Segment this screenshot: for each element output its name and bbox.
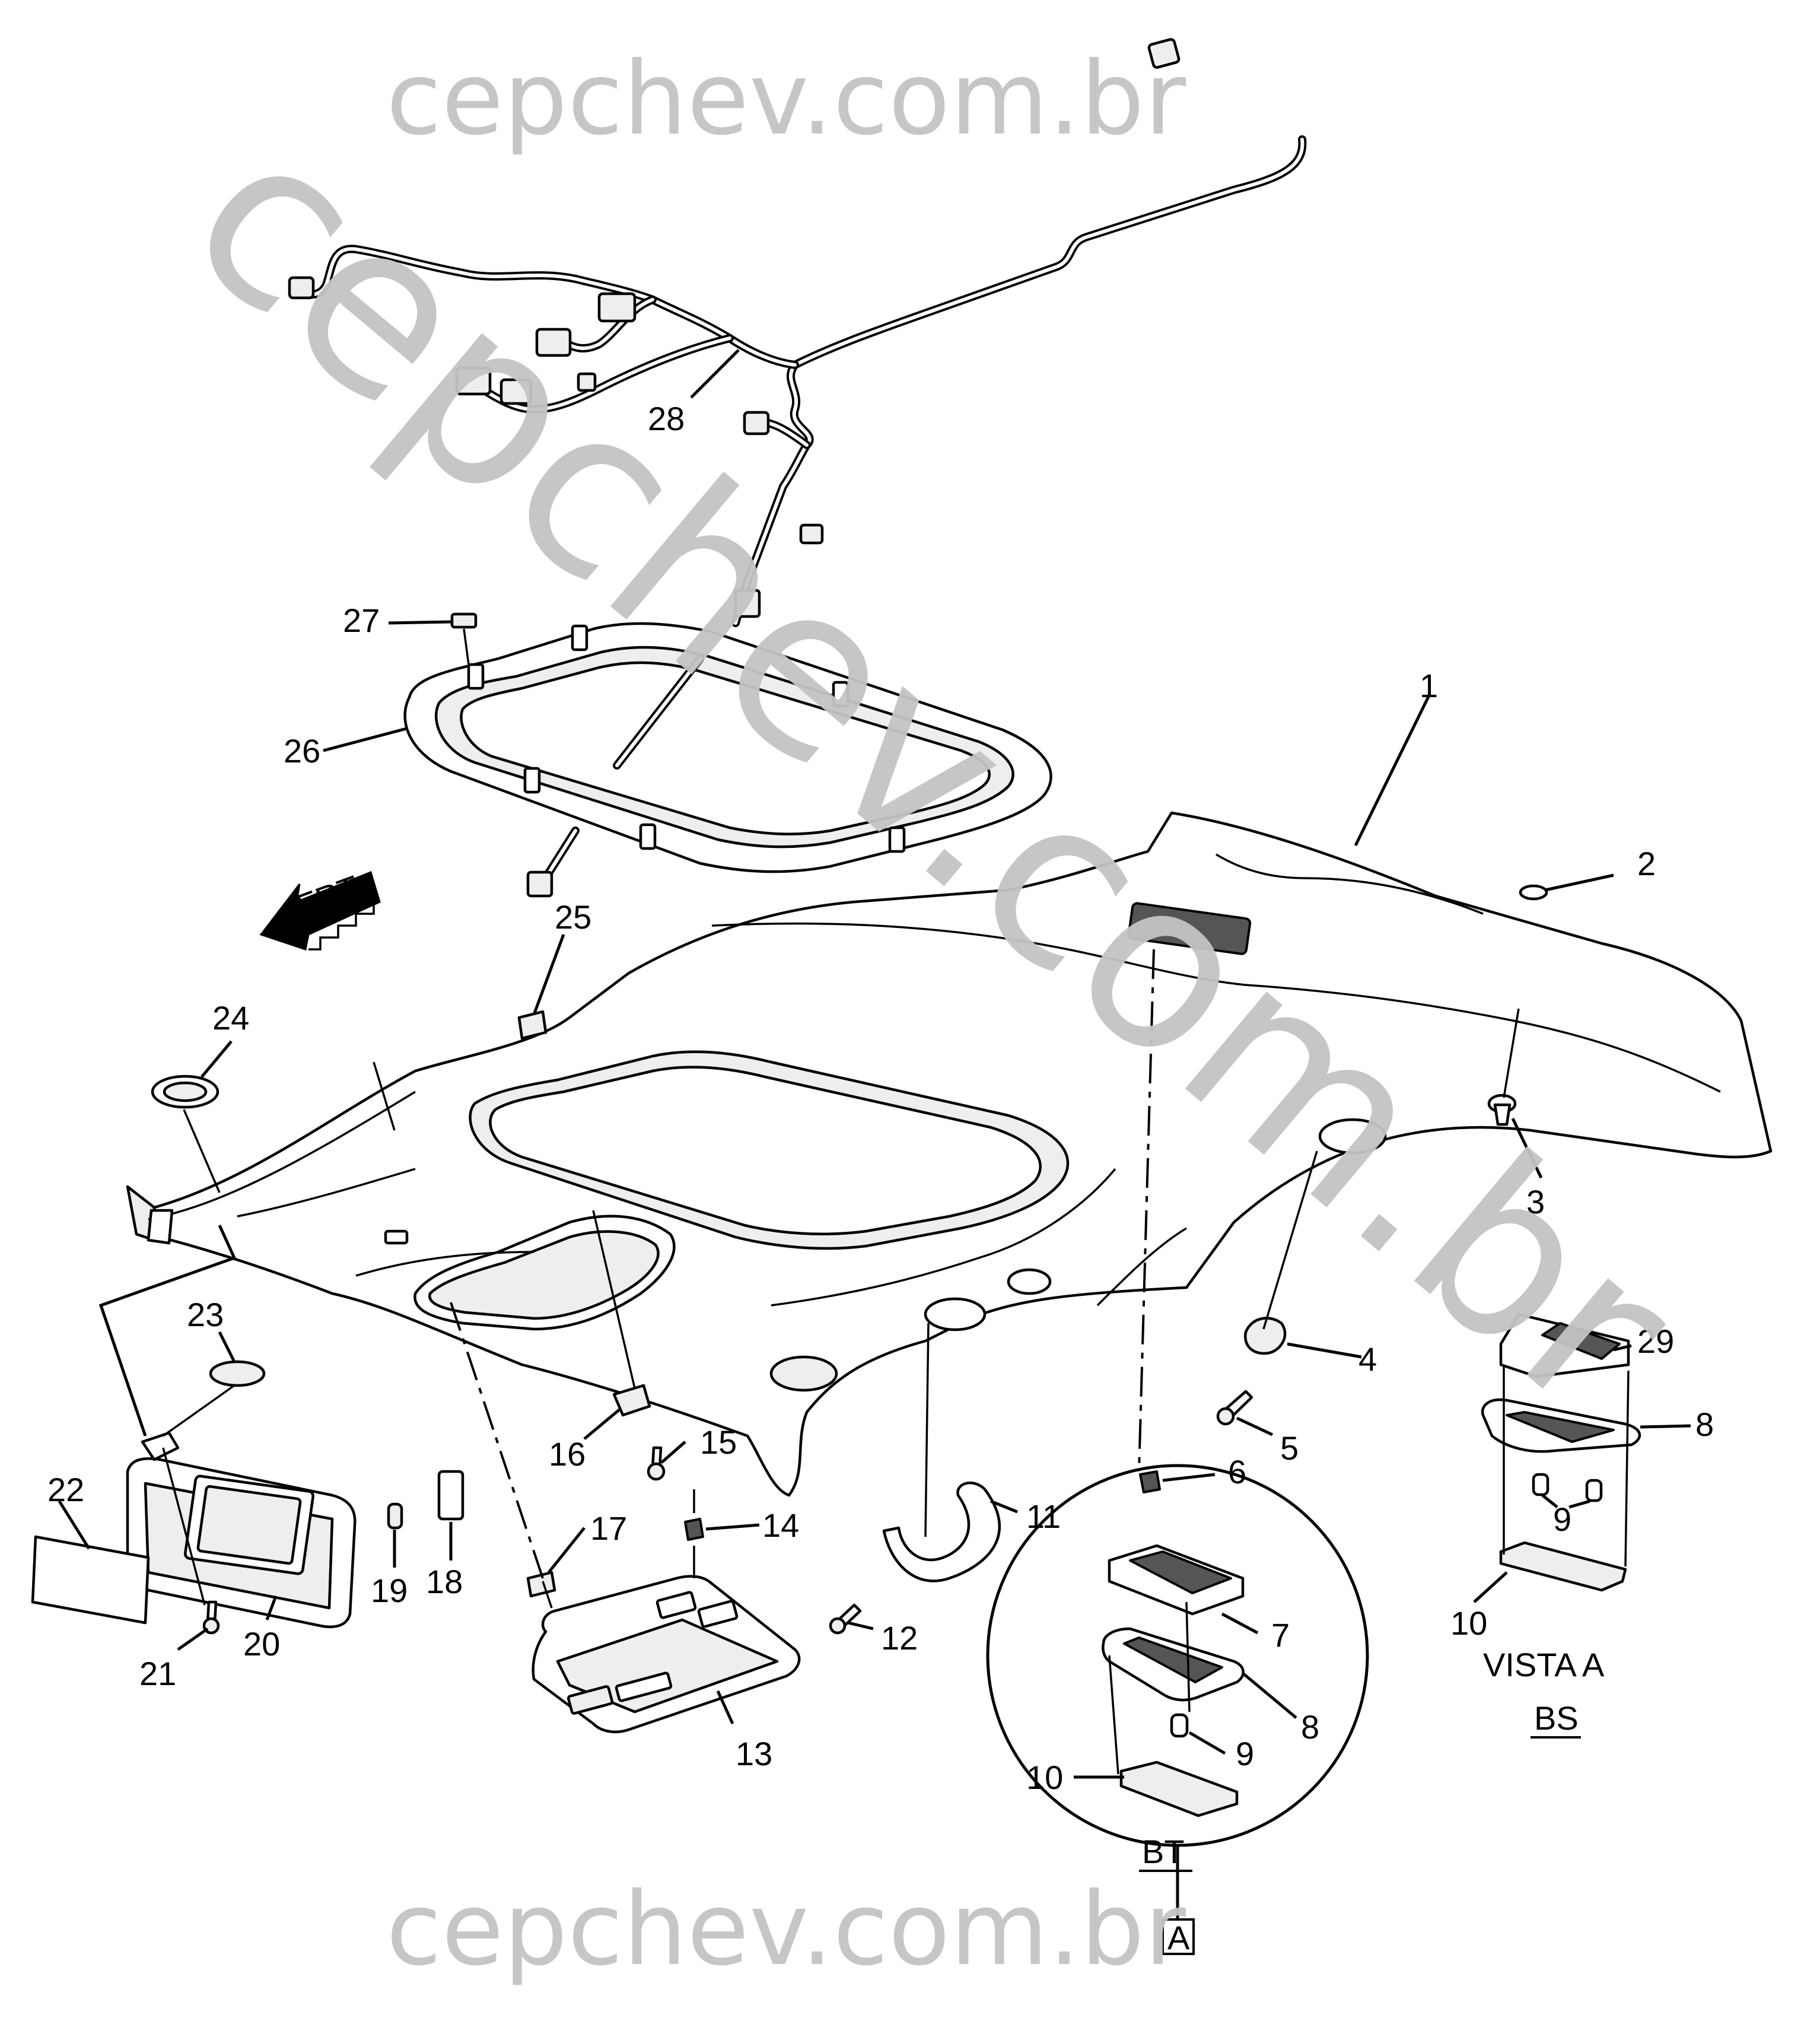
callout-10-bs: 10 [1450, 1604, 1487, 1642]
callout-18: 18 [426, 1563, 463, 1600]
callout-20: 20 [243, 1625, 280, 1663]
callout-8-bs: 8 [1695, 1406, 1714, 1443]
callout-11: 11 [1026, 1498, 1061, 1535]
variant-bs-label: BS [1534, 1699, 1579, 1737]
vista-a-title: VISTA A [1483, 1646, 1605, 1683]
callout-9-bt: 9 [1236, 1735, 1254, 1772]
callout-5: 5 [1280, 1429, 1299, 1467]
callout-29: 29 [1637, 1323, 1674, 1360]
sunshade-20 [126, 1457, 357, 1629]
label-22 [31, 1535, 150, 1625]
callout-4: 4 [1358, 1340, 1377, 1378]
frt-arrow-icon [259, 870, 381, 951]
leader-lines [58, 349, 1691, 1919]
escutcheon-23 [209, 1360, 266, 1387]
callout-13: 13 [736, 1735, 772, 1772]
callout-2: 2 [1637, 845, 1656, 882]
view-reference-letter: A [1167, 1919, 1190, 1956]
escutcheon-24 [151, 1075, 219, 1109]
front-overhead-console-13 [532, 1575, 801, 1734]
pad-18 [437, 1470, 464, 1521]
callout-26: 26 [284, 732, 320, 770]
callout-9-bs: 9 [1553, 1501, 1571, 1538]
screw-5 [1216, 1390, 1253, 1426]
clip-6 [1139, 1470, 1161, 1493]
bulb-19 [387, 1502, 403, 1530]
variant-bt-label: BT [1142, 1833, 1185, 1870]
callout-19: 19 [371, 1572, 408, 1609]
watermark-top: cepchev.com.br [386, 40, 1186, 158]
push-pin-3 [1487, 1094, 1517, 1126]
callout-1: 1 [1420, 667, 1438, 704]
detail-view-bs [1481, 1312, 1641, 1592]
callout-labels: 1 2 3 4 5 6 7 8 9 10 11 12 13 14 15 16 1… [47, 400, 1714, 1956]
clip-14 [684, 1518, 704, 1541]
screw-12 [829, 1603, 862, 1635]
callout-25: 25 [555, 898, 591, 936]
clip-27 [450, 612, 478, 629]
callout-6: 6 [1228, 1453, 1246, 1490]
callout-3: 3 [1526, 1183, 1545, 1221]
grab-handle-clip-4 [1243, 1317, 1287, 1355]
clip-25 [517, 1010, 548, 1040]
front-direction-arrow: FRT [259, 868, 381, 951]
view-reference-box [1162, 1918, 1195, 1955]
callout-14: 14 [762, 1507, 799, 1544]
callout-7: 7 [1271, 1616, 1290, 1654]
callout-27: 27 [343, 602, 380, 639]
callout-23: 23 [187, 1296, 224, 1333]
callout-28: 28 [648, 400, 685, 437]
sunroof-frame [403, 622, 1052, 898]
callout-12: 12 [881, 1619, 918, 1657]
callout-15: 15 [700, 1423, 737, 1461]
callout-8-bt: 8 [1301, 1708, 1319, 1746]
callout-17: 17 [590, 1509, 627, 1547]
screw-15 [647, 1446, 666, 1481]
grab-handle-11 [882, 1482, 1001, 1582]
wiring-harness [288, 38, 1307, 627]
callout-10-bt: 10 [1026, 1759, 1063, 1796]
callout-24: 24 [212, 999, 249, 1037]
clip-17 [526, 1571, 556, 1598]
callout-22: 22 [47, 1471, 84, 1508]
screw-21 [202, 1600, 220, 1635]
callout-16: 16 [549, 1435, 586, 1473]
headliner [126, 811, 1773, 1497]
watermark-bottom: cepchev.com.br [386, 1871, 1186, 1988]
clip-2 [1519, 884, 1548, 901]
callout-21: 21 [139, 1655, 176, 1692]
